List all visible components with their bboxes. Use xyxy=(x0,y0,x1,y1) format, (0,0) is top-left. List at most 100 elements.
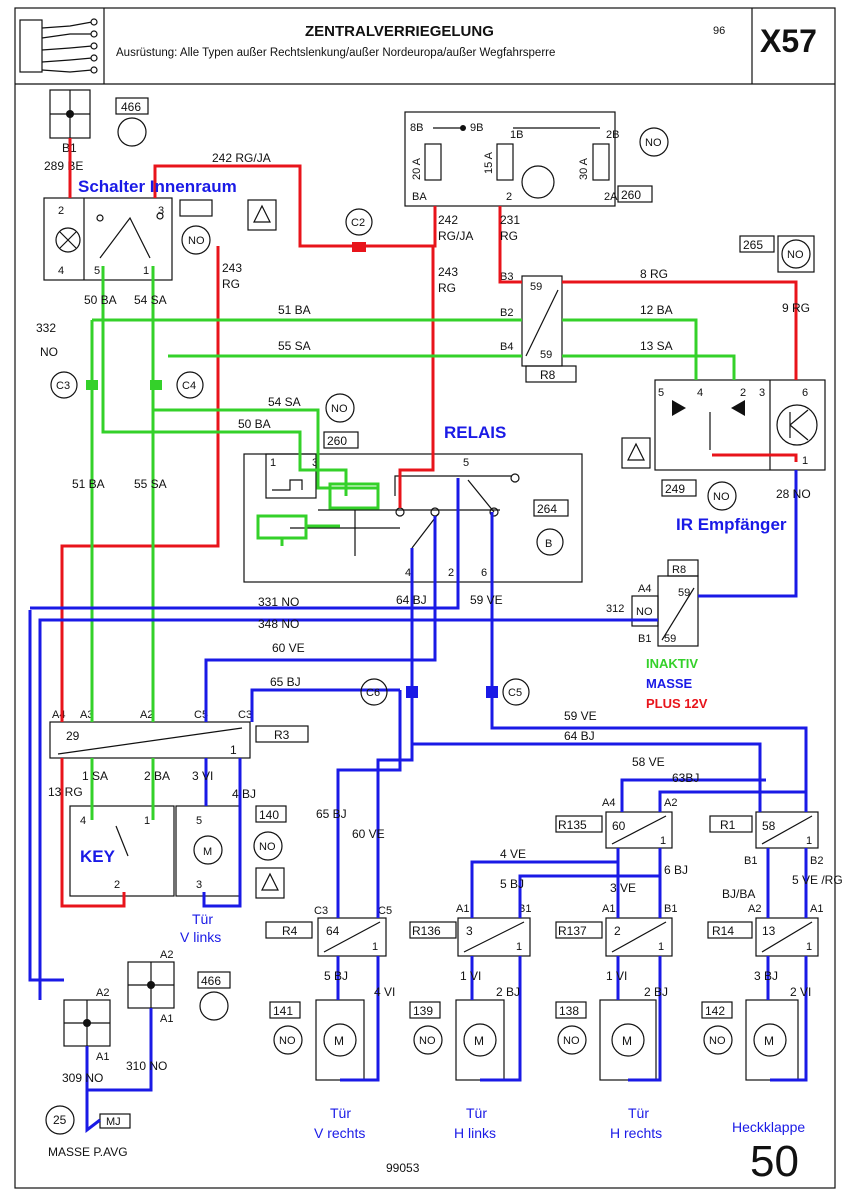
annotation-tuer-hl-2: H links xyxy=(454,1125,496,1141)
label-no-9: NO xyxy=(419,1035,436,1047)
wire-12ba: 12 BA xyxy=(640,303,673,317)
label-no-10: NO xyxy=(563,1035,580,1047)
r3-a3: A3 xyxy=(80,709,93,721)
doc-number: 99053 xyxy=(386,1161,420,1175)
wire-1vi: 1 VI xyxy=(460,969,481,983)
svg-text:4: 4 xyxy=(80,815,86,827)
ground-label: MASSE P.AVG xyxy=(48,1145,128,1159)
conn-a2-lower: A2 xyxy=(96,987,109,999)
wire-5verg: 5 VE /RG xyxy=(792,873,843,887)
fuse-1b: 1B xyxy=(510,129,523,141)
wire-60ve2: 60 VE xyxy=(352,827,385,841)
connector-a2-a1-lower xyxy=(63,999,111,1047)
r8-b3: B3 xyxy=(500,271,513,283)
r4-c5: C5 xyxy=(378,905,392,917)
r8-label: R8 xyxy=(540,368,556,382)
connector-b1 xyxy=(49,89,91,139)
annotation-tuer-hr-2: H rechts xyxy=(610,1125,662,1141)
wire-4vi-m: 4 VI xyxy=(374,985,395,999)
r135-60: 60 xyxy=(612,819,626,833)
r8b-label: R8 xyxy=(672,564,686,576)
sheet-border xyxy=(14,7,836,1189)
r3-label: R3 xyxy=(274,728,290,742)
wire-65bj: 65 BJ xyxy=(270,675,301,689)
wire-6bj: 6 BJ xyxy=(664,863,688,877)
svg-text:1: 1 xyxy=(144,815,150,827)
svg-text:2: 2 xyxy=(740,387,746,399)
svg-text:1: 1 xyxy=(270,457,276,469)
wire-1sa: 1 SA xyxy=(82,769,108,783)
label-no-4: NO xyxy=(713,491,730,503)
r8-b4: B4 xyxy=(500,341,513,353)
wire-5bj-m: 5 BJ xyxy=(324,969,348,983)
svg-text:5: 5 xyxy=(196,815,202,827)
motor-m-vr: M xyxy=(334,1034,344,1048)
r14-1: 1 xyxy=(806,941,812,953)
wire-3ve: 3 VE xyxy=(610,881,636,895)
label-b: B xyxy=(545,538,552,550)
wire-4bj: 4 BJ xyxy=(232,787,256,801)
label-138: 138 xyxy=(559,1004,579,1018)
r1-b2: B2 xyxy=(810,855,823,867)
wire-242c: RG/JA xyxy=(438,229,473,243)
wire-1vi2: 1 VI xyxy=(606,969,627,983)
r135-1: 1 xyxy=(660,835,666,847)
label-289: 289 BE xyxy=(44,159,83,173)
svg-text:3: 3 xyxy=(158,205,164,217)
svg-text:5: 5 xyxy=(463,457,469,469)
wire-60ve: 60 VE xyxy=(272,641,305,655)
r14-13: 13 xyxy=(762,924,776,938)
wire-312: 312 xyxy=(606,603,624,615)
wire-28no: 28 NO xyxy=(776,487,811,501)
fuse-8b: 8B xyxy=(410,122,423,134)
svg-text:2: 2 xyxy=(114,879,120,891)
r137-2: 2 xyxy=(614,924,621,938)
relay-r8-lower xyxy=(631,559,699,647)
r136-label: R136 xyxy=(412,924,441,938)
conn-a1-upper: A1 xyxy=(160,1013,173,1025)
svg-text:4: 4 xyxy=(58,265,64,277)
conn-c3: C3 xyxy=(56,380,70,392)
wire-63bj: 63BJ xyxy=(672,771,699,785)
wire-9rg: 9 RG xyxy=(782,301,810,315)
wire-59ve2: 59 VE xyxy=(564,709,597,723)
annotation-tuer-vr-1: Tür xyxy=(330,1105,351,1121)
connector-harness-icon xyxy=(19,18,98,74)
connector-a2-a1-upper xyxy=(127,961,175,1009)
fuse-2b: 2B xyxy=(606,129,619,141)
wire-50ba: 50 BA xyxy=(84,293,117,307)
wire-labels: 242 RG/JA 242 RG/JA 231 RG 243 RG 243 RG… xyxy=(36,151,843,1085)
r8b-59a: 59 xyxy=(678,587,690,599)
wire-2ba: 2 BA xyxy=(144,769,170,783)
motor-m-hl: M xyxy=(474,1034,484,1048)
wire-50ba2: 50 BA xyxy=(238,417,271,431)
legend-masse: MASSE xyxy=(646,676,693,691)
wire-2vi: 2 VI xyxy=(790,985,811,999)
wire-bjba: BJ/BA xyxy=(722,887,755,901)
wire-331: 331 NO xyxy=(258,595,299,609)
relay-r3 xyxy=(49,721,309,759)
label-260b: 260 xyxy=(327,434,347,448)
motor-m-heck: M xyxy=(764,1034,774,1048)
fuse-15a: 15 A xyxy=(483,151,495,174)
svg-text:5: 5 xyxy=(658,387,664,399)
diagram-title: ZENTRALVERRIEGELUNG xyxy=(305,23,494,40)
wire-51ba: 51 BA xyxy=(278,303,311,317)
relay-r14 xyxy=(707,917,819,957)
r8b-b1: B1 xyxy=(638,633,651,645)
wire-55sa2: 55 SA xyxy=(134,477,167,491)
r4-1: 1 xyxy=(372,941,378,953)
conn-c4: C4 xyxy=(182,380,196,392)
interior-switch xyxy=(43,197,173,281)
wire-243d: RG xyxy=(438,281,456,295)
wire-242: 242 RG/JA xyxy=(212,151,271,165)
equipment-note: Ausrüstung: Alle Typen außer Rechtslenku… xyxy=(116,47,555,59)
fuse-2: 2 xyxy=(506,191,512,203)
label-264: 264 xyxy=(537,502,557,516)
label-260: 260 xyxy=(621,188,641,202)
label-142: 142 xyxy=(705,1004,725,1018)
diagram-code: X57 xyxy=(760,23,817,59)
wire-231: 231 xyxy=(500,213,520,227)
wire-65bj2: 65 BJ xyxy=(316,807,347,821)
